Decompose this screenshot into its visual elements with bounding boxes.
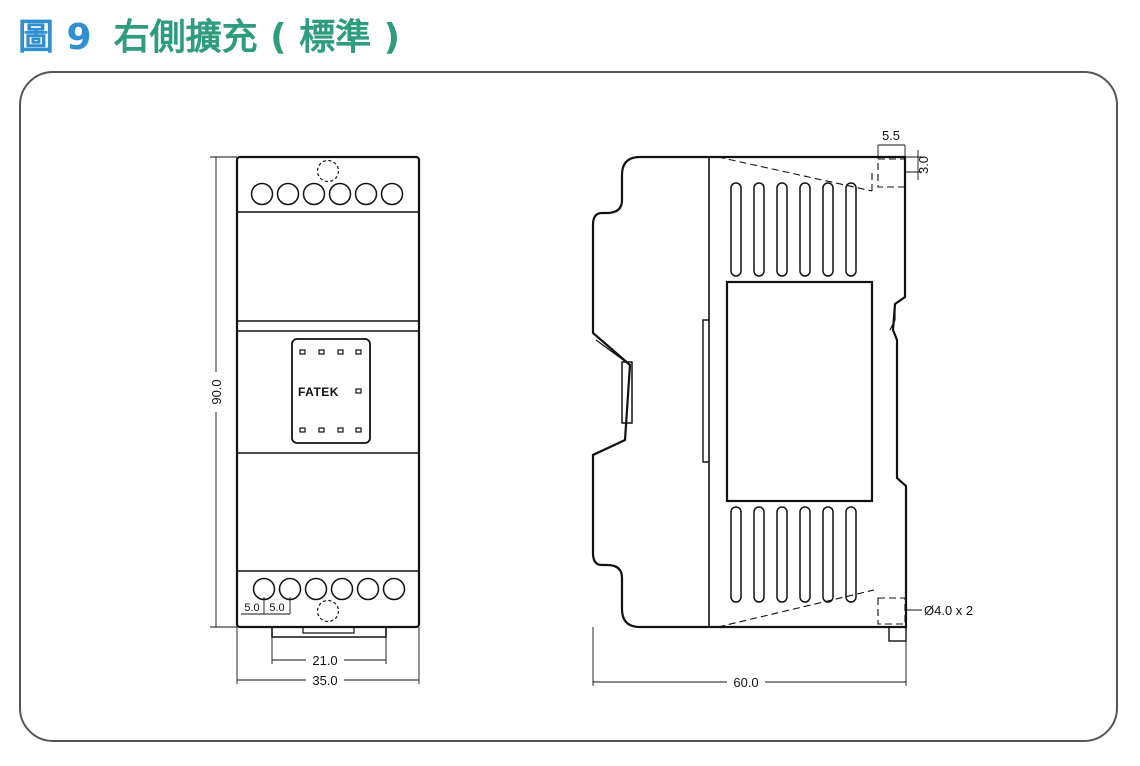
hidden-lines-top [717, 156, 906, 192]
terminal-screw [382, 577, 406, 601]
terminal-screw [328, 182, 352, 206]
terminal-screw [252, 577, 276, 601]
led [318, 427, 325, 433]
dim-width-label: 35.0 [312, 673, 337, 688]
terminal-screw [250, 182, 274, 206]
side-body-outline [591, 155, 908, 629]
top-terminal-row [250, 182, 404, 206]
dim-notch-height-label: 3.0 [916, 156, 931, 174]
vent-slot [822, 182, 834, 277]
front-body-outline [235, 155, 421, 629]
right-latch [889, 304, 896, 331]
terminal-screw [380, 182, 404, 206]
vent-slot [822, 506, 834, 603]
terminal-screw [276, 182, 300, 206]
terminal-screw [302, 182, 326, 206]
label-window [725, 280, 874, 503]
cover-step [702, 319, 709, 463]
top-mounting-hole [316, 159, 340, 183]
vent-slot [776, 506, 788, 603]
led [355, 349, 362, 355]
bottom-terminal-row [252, 577, 406, 601]
led-panel [291, 338, 371, 444]
top-vents [730, 182, 857, 277]
dim-height [210, 156, 237, 628]
dim-depth [592, 627, 907, 686]
led [355, 388, 362, 394]
figure-number: 圖 9 [18, 17, 92, 58]
vent-slot [753, 182, 765, 277]
dim-height-label: 90.0 [209, 379, 224, 404]
led [337, 427, 344, 433]
led [299, 427, 306, 433]
front-view [210, 155, 421, 684]
led [355, 427, 362, 433]
din-clip [271, 627, 387, 638]
terminal-screw [330, 577, 354, 601]
led [299, 349, 306, 355]
vent-slot [799, 506, 811, 603]
vent-slot [845, 506, 857, 603]
led-indicators [299, 349, 362, 433]
brand-label: FATEK [298, 385, 339, 399]
dim-hole-label: Ø4.0 x 2 [924, 603, 973, 618]
led [318, 349, 325, 355]
dim-width [236, 627, 420, 684]
figure-heading: 圖 9 右側擴充 ( 標準 ) [18, 8, 400, 60]
dim-pitch [241, 597, 291, 615]
dim-pitch-label-2: 5.0 [269, 602, 284, 614]
hidden-lines-bottom [717, 589, 906, 628]
dim-notch-height [905, 150, 922, 180]
din-latch-line [595, 339, 627, 363]
vent-slot [799, 182, 811, 277]
dim-pitch-label-1: 5.0 [244, 602, 259, 614]
terminal-screw [304, 577, 328, 601]
figure-title: 右側擴充 ( 標準 ) [113, 17, 401, 58]
vent-slot [730, 182, 742, 277]
din-clip-inner [302, 627, 355, 634]
bottom-vents [730, 506, 857, 603]
terminal-screw [356, 577, 380, 601]
terminal-screw [354, 182, 378, 206]
led [337, 349, 344, 355]
din-notch [621, 361, 633, 424]
vent-slot [845, 182, 857, 277]
bottom-foot [888, 626, 907, 642]
vent-slot [776, 182, 788, 277]
dim-depth-label: 60.0 [733, 675, 758, 690]
dim-rail-label: 21.0 [312, 653, 337, 668]
terminal-screw [278, 577, 302, 601]
drawing-frame [19, 71, 1118, 742]
side-view [591, 144, 922, 686]
bottom-mounting-hole [316, 599, 340, 623]
dim-notch-width [877, 144, 906, 159]
vent-slot [753, 506, 765, 603]
vent-slot [730, 506, 742, 603]
dim-notch-width-label: 5.5 [882, 128, 900, 143]
